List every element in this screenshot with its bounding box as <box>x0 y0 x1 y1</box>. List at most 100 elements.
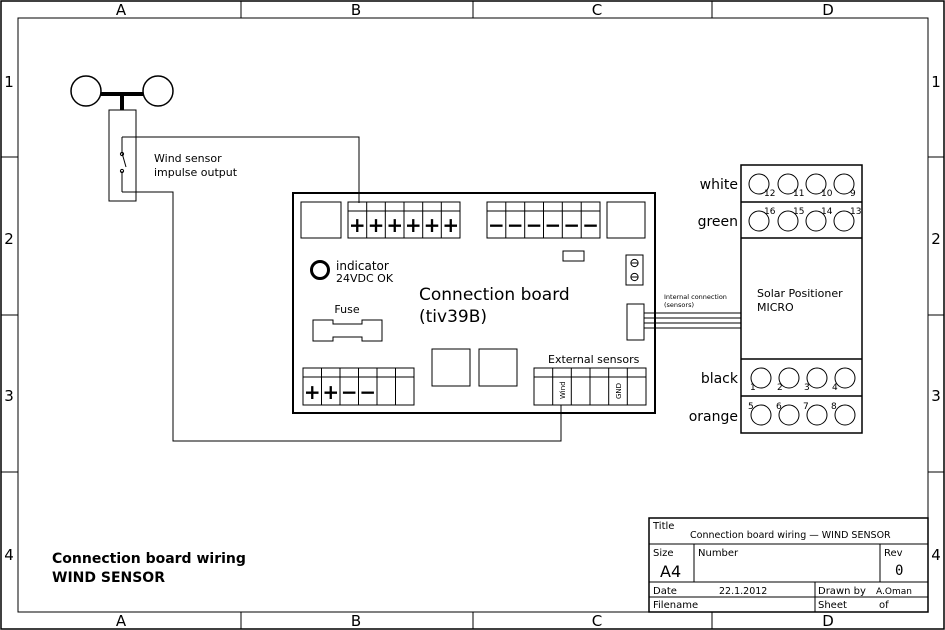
plus-terminal-4: + <box>405 213 422 237</box>
title-value: Connection board wiring — WIND SENSOR <box>690 530 891 541</box>
positioner-row-black: black 1 2 3 4 <box>701 367 856 393</box>
indicator-label-line2: 24VDC OK <box>336 272 394 285</box>
power-plus-terminal-2: + <box>322 380 339 404</box>
solar-positioner: Solar Positioner MICRO <box>740 164 863 434</box>
title-label: Title <box>652 521 674 532</box>
terminal-screw-icon <box>806 367 828 389</box>
row-label-1-right: 1 <box>931 73 941 91</box>
date-value: 22.1.2012 <box>719 586 767 597</box>
pin-number: 15 <box>793 207 804 217</box>
wire-color-white: white <box>700 177 738 193</box>
terminal-screw-icon <box>834 404 856 426</box>
internal-connector <box>626 303 645 341</box>
column-label-c-bottom: C <box>592 612 602 630</box>
minus-terminal-5: − <box>563 213 580 237</box>
plus-terminal-strip: + + + + + + <box>347 201 461 239</box>
terminal-screw-icon <box>833 210 855 232</box>
internal-connection-label-line2: (sensors) <box>664 301 694 309</box>
external-sensors-label: External sensors <box>548 353 640 366</box>
positioner-row-green: green 16 15 14 13 <box>698 207 861 232</box>
terminal-screw-icon <box>806 404 828 426</box>
plus-terminal-2: + <box>368 213 385 237</box>
terminal-screw-icon <box>805 210 827 232</box>
terminal-gnd-label: GND <box>615 383 623 399</box>
pin-number: 11 <box>793 189 804 199</box>
date-label: Date <box>653 586 677 597</box>
row-label-4-left: 4 <box>4 546 14 564</box>
terminal-wind-label: Wind <box>559 381 567 399</box>
minus-terminal-6: − <box>582 213 599 237</box>
terminal-screw-icon <box>833 173 855 195</box>
wire-color-orange: orange <box>689 409 738 425</box>
row-label-2-left: 2 <box>4 230 14 248</box>
plus-terminal-5: + <box>424 213 441 237</box>
pin-number: 2 <box>777 383 783 393</box>
indicator-label-line1: indicator <box>336 259 389 273</box>
terminal-screw-icon <box>777 173 799 195</box>
row-label-3-right: 3 <box>931 387 941 405</box>
pin-number: 7 <box>803 402 809 412</box>
plus-terminal-3: + <box>386 213 403 237</box>
board-block-top-left <box>300 201 342 239</box>
wind-sensor-wires <box>122 136 562 442</box>
terminal-screw-icon <box>805 173 827 195</box>
column-label-b-top: B <box>351 1 361 19</box>
minus-terminal-2: − <box>507 213 524 237</box>
external-sensors-terminal-strip: Wind GND <box>533 367 647 406</box>
power-minus-terminal-1: − <box>341 380 358 404</box>
terminal-screw-icon <box>750 367 772 389</box>
heading-line1: Connection board wiring <box>52 551 246 567</box>
column-label-a-top: A <box>116 1 127 19</box>
indicator-led-icon <box>310 260 330 280</box>
internal-connection-bus: Internal connection (sensors) <box>644 293 741 329</box>
row-label-1-left: 1 <box>4 73 14 91</box>
wire-color-black: black <box>701 371 739 387</box>
terminal-screw-icon <box>748 210 770 232</box>
rev-value: 0 <box>895 563 903 579</box>
of-label: of <box>879 600 889 611</box>
drawn-by-value: A.Oman <box>876 587 912 597</box>
column-label-d-bottom: D <box>822 612 834 630</box>
wind-sensor-label-line1: Wind sensor <box>154 152 222 165</box>
column-label-d-top: D <box>822 1 834 19</box>
filename-label: Filename <box>653 600 698 611</box>
size-value: A4 <box>660 562 681 581</box>
board-small-component <box>562 250 585 262</box>
pin-number: 6 <box>776 402 782 412</box>
board-block-middle-2 <box>478 348 518 387</box>
power-plus-terminal-1: + <box>304 380 321 404</box>
pin-number: 4 <box>832 383 838 393</box>
plus-terminal-6: + <box>442 213 459 237</box>
anemometer-icon <box>70 75 174 110</box>
minus-terminal-strip: − − − − − − <box>486 201 601 239</box>
trimmer-block <box>625 254 644 286</box>
fuse-icon <box>312 319 383 342</box>
minus-terminal-3: − <box>526 213 543 237</box>
pin-number: 3 <box>804 383 810 393</box>
positioner-row-orange: orange 5 6 7 8 <box>689 402 856 426</box>
minus-terminal-1: − <box>488 213 505 237</box>
pin-number: 16 <box>764 207 776 217</box>
positioner-row-white: white 12 11 10 9 <box>700 173 856 199</box>
wire-color-green: green <box>698 214 738 230</box>
row-label-2-right: 2 <box>931 230 941 248</box>
drawn-by-label: Drawn by <box>818 586 866 597</box>
positioner-terminal-rows: white 12 11 10 9 green 16 15 14 13 <box>689 173 861 426</box>
fuse-label: Fuse <box>334 303 359 316</box>
sheet-label: Sheet <box>818 600 847 611</box>
terminal-screw-icon <box>748 173 770 195</box>
power-terminal-strip: + + − − <box>302 367 415 406</box>
pin-number: 9 <box>850 189 856 199</box>
column-label-a-bottom: A <box>116 612 127 630</box>
pin-number: 12 <box>764 189 775 199</box>
board-title-line1: Connection board <box>419 285 570 305</box>
row-label-4-right: 4 <box>931 546 941 564</box>
minus-terminal-4: − <box>545 213 562 237</box>
internal-connection-label-line1: Internal connection <box>664 293 727 301</box>
pin-number: 10 <box>821 189 833 199</box>
plus-terminal-1: + <box>349 213 366 237</box>
board-block-middle-1 <box>431 348 471 387</box>
zone-labels: A B C D A B C D 1 2 3 4 1 2 3 4 <box>4 1 941 630</box>
